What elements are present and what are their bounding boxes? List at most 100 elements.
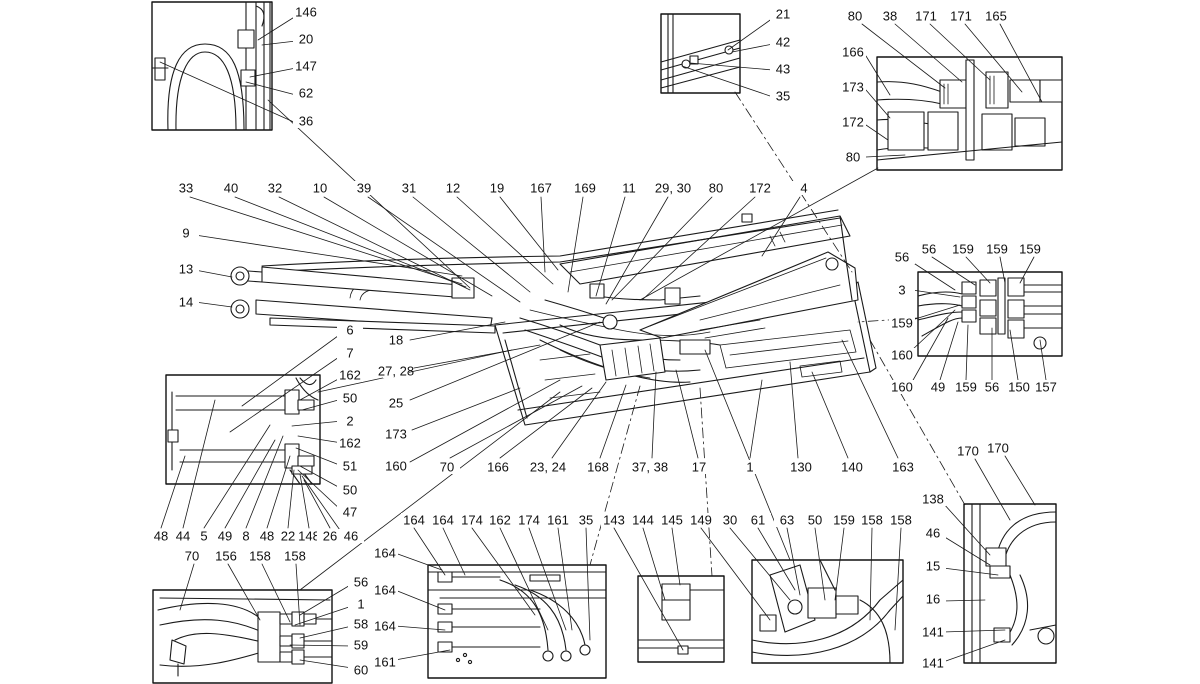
- callout-label-background: [842, 9, 868, 23]
- leader-line: [942, 629, 1006, 633]
- callout-number: 11: [622, 181, 636, 196]
- callout-label-background: [686, 460, 712, 474]
- callout-label-background: [293, 5, 319, 19]
- leader-line: [227, 563, 261, 621]
- leader-line: [613, 527, 684, 651]
- leader-line: [861, 23, 946, 89]
- leader-line: [449, 385, 583, 459]
- callout-label-background: [616, 181, 642, 195]
- leader-line: [939, 321, 959, 381]
- callout-label-background: [840, 80, 866, 94]
- callout-label-background: [337, 505, 363, 519]
- callout-label-background: [148, 529, 174, 543]
- leader-line: [409, 321, 601, 401]
- leader-line: [194, 301, 233, 308]
- callout-label-background: [688, 513, 714, 527]
- callout-label-background: [839, 460, 865, 474]
- leader-line: [929, 23, 991, 81]
- callout-number: 6: [346, 323, 353, 338]
- leader-line: [224, 439, 276, 529]
- callout-label-background: [348, 597, 374, 611]
- callout-number: 21: [776, 7, 790, 22]
- leader-line: [303, 479, 331, 529]
- callout-label-background: [737, 460, 763, 474]
- leader-line: [1004, 455, 1036, 506]
- leader-line: [642, 527, 666, 601]
- leader-line: [297, 435, 343, 444]
- inset-bottom-left-drawing: [152, 589, 333, 684]
- callout-label-background: [545, 513, 571, 527]
- leader-line: [394, 552, 443, 571]
- callout-number: 173: [385, 427, 407, 442]
- leader-line: [942, 502, 991, 556]
- callout-label-background: [950, 242, 976, 256]
- callout-number: 172: [842, 115, 864, 130]
- leader-line: [499, 527, 549, 631]
- callout-label-background: [484, 181, 510, 195]
- callout-number: 80: [848, 9, 862, 24]
- callout-label-background: [889, 283, 915, 297]
- callout-label-background: [770, 7, 796, 21]
- callout-number: 2: [346, 414, 353, 429]
- leader-line: [1009, 329, 1019, 381]
- leader-line: [160, 455, 186, 529]
- leader-line: [999, 23, 1043, 103]
- callout-number: 164: [374, 546, 396, 561]
- leader-line: [911, 309, 956, 351]
- leader-line: [229, 354, 343, 433]
- callout-number: 174: [461, 513, 483, 528]
- leader-line: [911, 304, 961, 321]
- leader-line: [182, 399, 216, 529]
- callout-number: 4: [800, 181, 807, 196]
- callout-number: 159: [986, 242, 1008, 257]
- leader-line: [261, 563, 291, 623]
- callout-number: 23, 24: [530, 460, 566, 475]
- leader-line: [865, 89, 891, 119]
- callout-number: 62: [299, 86, 313, 101]
- inset-top-right-drawing: [876, 56, 1063, 171]
- callout-label-background: [637, 460, 663, 474]
- callout-number: 27, 28: [378, 364, 414, 379]
- callout-label-background: [372, 655, 398, 669]
- inset-right-middle-drawing: [917, 271, 1063, 357]
- callout-label-background: [770, 89, 796, 103]
- callout-number: 164: [432, 513, 454, 528]
- leader-line: [727, 17, 774, 51]
- callout-label-background: [1017, 242, 1043, 256]
- leader-line: [611, 196, 713, 301]
- leader-line: [367, 196, 521, 303]
- leader-line: [999, 256, 1006, 284]
- leader-line: [942, 535, 991, 566]
- leader-line: [869, 527, 873, 621]
- callout-number: 60: [354, 663, 368, 678]
- callout-number: 158: [284, 549, 306, 564]
- leader-line: [942, 599, 986, 602]
- leader-line: [834, 527, 845, 601]
- callout-number: 56: [354, 575, 368, 590]
- callout-number: 18: [389, 333, 403, 348]
- leader-line: [557, 527, 573, 631]
- callout-label-background: [383, 459, 409, 473]
- callout-label-background: [337, 436, 363, 450]
- inset-bottom-small-drawing: [637, 575, 725, 663]
- callout-label-background: [212, 529, 238, 543]
- callout-number: 14: [179, 295, 193, 310]
- leader-line: [409, 321, 506, 341]
- leader-line: [942, 639, 1006, 663]
- zoom-reference-line: [699, 387, 713, 577]
- leader-line: [394, 649, 451, 661]
- callout-number: 146: [295, 5, 317, 20]
- callout-label-background: [348, 617, 374, 631]
- leader-line: [540, 196, 546, 273]
- callout-number: 170: [987, 441, 1009, 456]
- callout-number: 17: [692, 460, 706, 475]
- callout-number: 58: [354, 617, 368, 632]
- inset-frame: [151, 1, 273, 131]
- callout-label-background: [293, 114, 319, 128]
- leader-line: [749, 379, 763, 459]
- callout-label-background: [337, 414, 363, 428]
- leader-line: [689, 62, 774, 71]
- callout-number: 159: [891, 316, 913, 331]
- leader-line: [865, 154, 906, 158]
- callout-label-background: [840, 115, 866, 129]
